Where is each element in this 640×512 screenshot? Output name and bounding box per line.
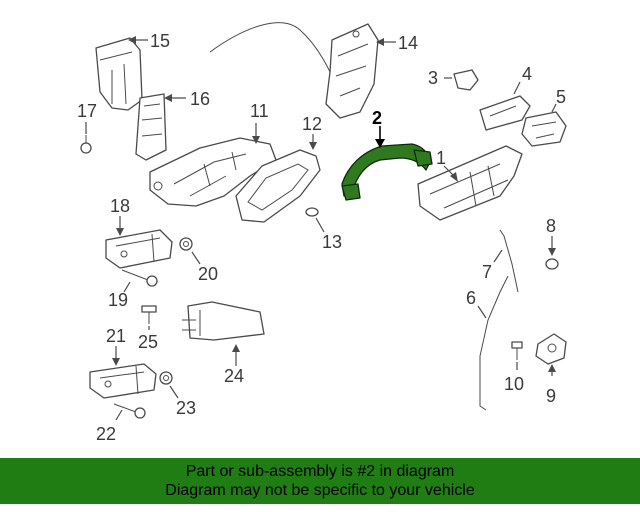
part-24[interactable] bbox=[182, 301, 265, 341]
part-6[interactable] bbox=[479, 275, 509, 411]
callout-25: 25 bbox=[138, 326, 158, 352]
part-18[interactable] bbox=[105, 229, 173, 269]
callout-6: 6 bbox=[466, 288, 487, 319]
part-10[interactable] bbox=[511, 341, 523, 360]
svg-text:4: 4 bbox=[522, 64, 532, 84]
part-5[interactable] bbox=[521, 111, 567, 147]
callout-3: 3 bbox=[428, 68, 452, 88]
svg-text:11: 11 bbox=[250, 101, 269, 121]
callout-17: 17 bbox=[77, 101, 97, 134]
svg-text:15: 15 bbox=[150, 31, 170, 51]
svg-text:14: 14 bbox=[398, 33, 418, 53]
svg-text:25: 25 bbox=[138, 332, 158, 352]
part-1[interactable] bbox=[417, 145, 523, 221]
callout-1: 1 bbox=[436, 148, 458, 182]
svg-text:13: 13 bbox=[322, 232, 342, 252]
part-22[interactable] bbox=[113, 403, 146, 419]
part-11[interactable] bbox=[149, 137, 277, 207]
part-12[interactable] bbox=[235, 149, 321, 223]
part-16[interactable] bbox=[135, 93, 167, 161]
callout-8: 8 bbox=[546, 216, 556, 256]
callout-23: 23 bbox=[169, 385, 196, 418]
callout-15: 15 bbox=[128, 31, 170, 51]
callout-21: 21 bbox=[106, 326, 126, 366]
svg-text:19: 19 bbox=[108, 290, 128, 310]
svg-text:10: 10 bbox=[504, 374, 524, 394]
part-19[interactable] bbox=[121, 269, 158, 287]
svg-text:2: 2 bbox=[372, 108, 382, 128]
callout-18: 18 bbox=[110, 196, 130, 236]
banner-line-2: Diagram may not be specific to your vehi… bbox=[165, 482, 475, 499]
svg-text:18: 18 bbox=[110, 196, 130, 216]
svg-text:16: 16 bbox=[190, 89, 210, 109]
part-9[interactable] bbox=[535, 333, 567, 365]
svg-text:5: 5 bbox=[556, 87, 566, 107]
svg-text:7: 7 bbox=[482, 262, 492, 282]
part-8[interactable] bbox=[545, 258, 559, 270]
svg-text:20: 20 bbox=[198, 264, 218, 284]
part-2-outside-handle[interactable] bbox=[341, 143, 433, 201]
callout-11: 11 bbox=[250, 101, 269, 144]
callout-14: 14 bbox=[376, 33, 418, 53]
svg-text:6: 6 bbox=[466, 288, 476, 308]
svg-text:17: 17 bbox=[77, 101, 97, 121]
part-17[interactable] bbox=[80, 135, 92, 154]
callout-2: 2 bbox=[372, 108, 385, 148]
svg-text:9: 9 bbox=[546, 386, 556, 406]
part-23[interactable] bbox=[159, 371, 173, 385]
callout-16: 16 bbox=[164, 89, 210, 109]
callout-4: 4 bbox=[513, 64, 532, 95]
part-15[interactable] bbox=[95, 37, 143, 111]
callout-5: 5 bbox=[551, 87, 566, 113]
callout-13: 13 bbox=[315, 217, 342, 252]
part-4[interactable] bbox=[479, 95, 531, 131]
callout-24: 24 bbox=[224, 344, 244, 386]
svg-text:24: 24 bbox=[224, 366, 244, 386]
part-7[interactable] bbox=[499, 229, 519, 293]
parts-diagram: 15 16 17 11 12 bbox=[77, 22, 567, 444]
callout-10: 10 bbox=[504, 362, 524, 394]
part-13[interactable] bbox=[305, 207, 319, 217]
info-banner: Part or sub-assembly is #2 in diagram Di… bbox=[0, 458, 640, 504]
svg-text:21: 21 bbox=[106, 326, 126, 346]
svg-text:22: 22 bbox=[96, 424, 116, 444]
callout-19: 19 bbox=[108, 281, 131, 310]
part-21[interactable] bbox=[89, 363, 157, 399]
part-14[interactable] bbox=[209, 22, 379, 119]
svg-text:12: 12 bbox=[302, 114, 322, 134]
svg-text:23: 23 bbox=[176, 398, 196, 418]
svg-text:8: 8 bbox=[546, 216, 556, 236]
part-25[interactable] bbox=[141, 305, 157, 324]
banner-line-1: Part or sub-assembly is #2 in diagram bbox=[185, 463, 455, 480]
svg-text:1: 1 bbox=[436, 148, 446, 168]
callout-12: 12 bbox=[302, 114, 322, 150]
callout-7: 7 bbox=[482, 249, 503, 282]
part-3[interactable] bbox=[453, 69, 479, 91]
callout-20: 20 bbox=[191, 251, 218, 284]
callout-22: 22 bbox=[96, 409, 123, 444]
svg-text:3: 3 bbox=[428, 68, 438, 88]
part-20[interactable] bbox=[179, 237, 193, 251]
callout-9: 9 bbox=[546, 364, 556, 406]
